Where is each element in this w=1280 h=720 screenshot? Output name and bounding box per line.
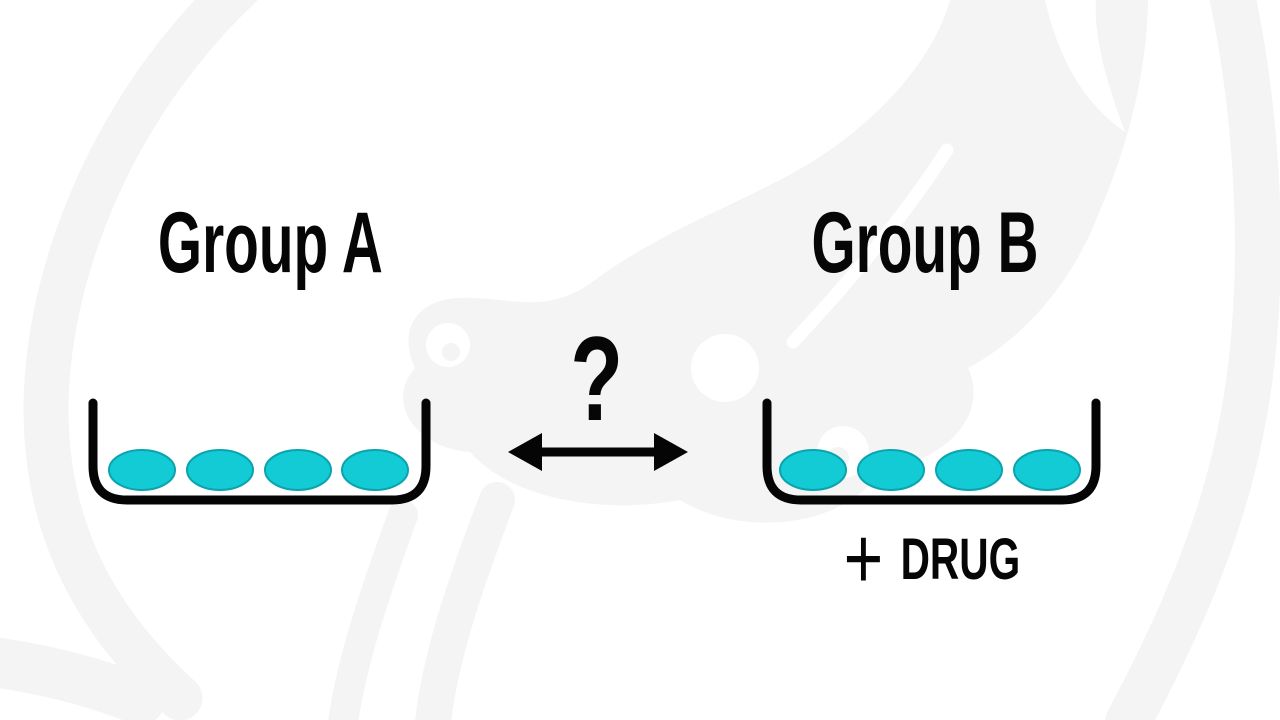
dish-b-outline bbox=[762, 398, 1101, 505]
drug-caption: + DRUG bbox=[820, 510, 1110, 602]
group-b-label-text: Group B bbox=[811, 195, 1039, 291]
double-arrow-icon bbox=[508, 433, 688, 471]
drug-label: DRUG bbox=[900, 527, 1020, 592]
cell-icon bbox=[108, 449, 176, 491]
dish-a bbox=[88, 398, 431, 505]
cell-icon bbox=[264, 449, 332, 491]
question-mark-text: ? bbox=[570, 312, 624, 446]
cell-icon bbox=[935, 449, 1003, 491]
group-a-label: Group A bbox=[70, 200, 470, 286]
question-mark: ? bbox=[497, 319, 697, 439]
cell-icon bbox=[186, 449, 254, 491]
cell-icon bbox=[857, 449, 925, 491]
cell-icon bbox=[341, 449, 409, 491]
group-b-label: Group B bbox=[725, 200, 1125, 286]
dish-b bbox=[762, 398, 1101, 505]
group-a-label-text: Group A bbox=[157, 195, 383, 291]
cell-icon bbox=[779, 449, 847, 491]
dish-b-cells bbox=[779, 449, 1081, 491]
plus-sign: + bbox=[843, 510, 883, 607]
dish-a-outline bbox=[88, 398, 431, 505]
cell-icon bbox=[1013, 449, 1081, 491]
dish-a-cells bbox=[108, 449, 409, 491]
